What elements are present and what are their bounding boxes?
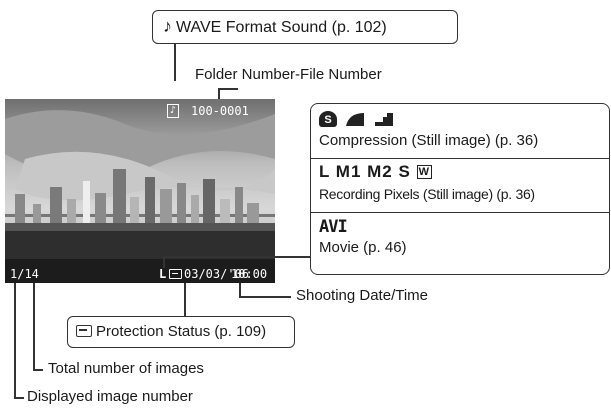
connector-panel-h (163, 256, 310, 258)
displayed-image-number-label: Displayed image number (27, 388, 193, 405)
connector-folder-h (218, 88, 238, 90)
compression-superfine-icon: S (319, 110, 337, 127)
connector-panel-v (163, 256, 165, 268)
format-info-panel: S Compression (Still image) (p. 36) L M1… (310, 103, 610, 275)
panel-divider-2 (311, 212, 609, 214)
screen-date: 03/03/'06 (184, 267, 250, 281)
size-indicator: L (159, 267, 167, 281)
music-note-icon: ♪ (163, 16, 172, 36)
city-skyline-image (5, 99, 275, 283)
wave-sound-callout: ♪WAVE Format Sound (p. 102) (152, 10, 458, 44)
connector-datetime-h (239, 296, 291, 298)
folder-file-number-label: Folder Number-File Number (195, 66, 382, 83)
wide-icon: W (416, 165, 432, 179)
connector-displayed-v (14, 283, 16, 398)
file-number: 100-0001 (191, 104, 249, 118)
protect-osd-icon (169, 269, 182, 279)
compression-fine-icon (346, 112, 365, 126)
panel-divider-1 (311, 158, 609, 160)
connector-total-v (33, 283, 35, 370)
protection-status-callout: Protection Status (p. 109) (67, 316, 295, 348)
connector-datetime-v (239, 283, 241, 297)
wave-sound-label: WAVE Format Sound (p. 102) (176, 19, 387, 36)
camera-screen: ♪ 100-0001 1/14 L 03/03/'06 10:00 (5, 99, 275, 283)
protect-osd: 03/03/'06 (169, 267, 249, 281)
connector-folder-v (218, 88, 220, 102)
sound-osd-icon: ♪ (167, 104, 180, 118)
connector-wave (174, 43, 176, 81)
protection-status-label: Protection Status (p. 109) (96, 323, 267, 340)
screen-time: 10:00 (231, 267, 268, 281)
connector-protect (184, 283, 186, 316)
connector-displayed-h (14, 397, 24, 399)
compression-label: Compression (Still image) (p. 36) (319, 132, 539, 149)
compression-section: S Compression (Still image) (p. 36) (319, 110, 603, 154)
protect-key-icon (76, 325, 92, 337)
recording-pixel-sizes: L M1 M2 S (319, 162, 411, 181)
compression-normal-icon (374, 112, 393, 126)
connector-total-h (33, 369, 43, 371)
movie-format: AVI (319, 217, 348, 237)
recording-pixels-section: L M1 M2 S W Recording Pixels (Still imag… (319, 162, 603, 207)
movie-section: AVI Movie (p. 46) (319, 217, 603, 261)
recording-pixels-label: Recording Pixels (Still image) (p. 36) (319, 186, 535, 202)
shooting-datetime-label: Shooting Date/Time (296, 287, 429, 304)
total-images-label: Total number of images (48, 360, 204, 377)
movie-label: Movie (p. 46) (319, 239, 407, 256)
image-counter: 1/14 (10, 267, 39, 281)
